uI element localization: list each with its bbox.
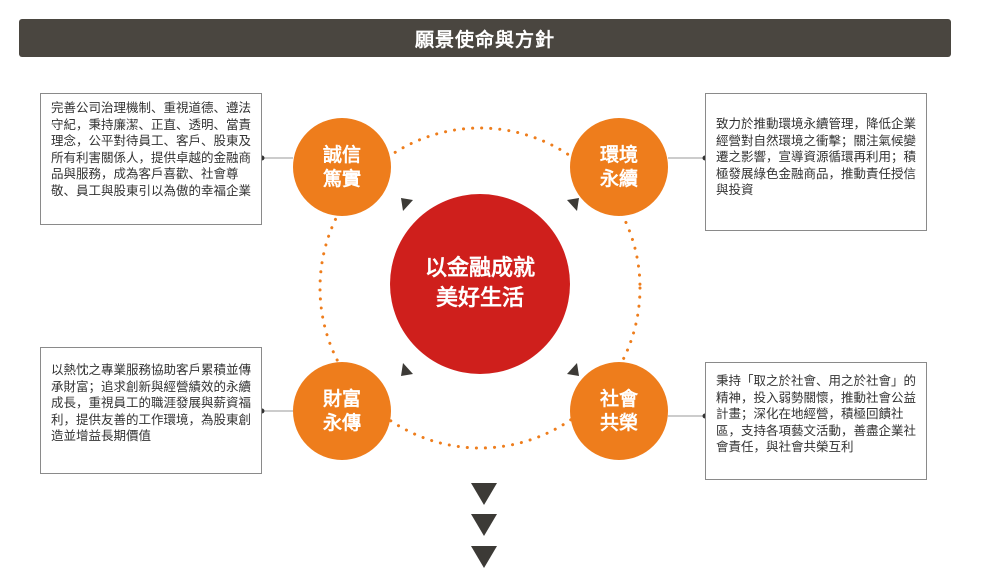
- circle-environment: 環境 永續: [570, 118, 668, 216]
- arrow-top-left-icon: [401, 198, 413, 211]
- circle-label-line1: 財富: [322, 388, 361, 410]
- center-circle: 以金融成就 美好生活: [390, 194, 570, 374]
- description-top-left: 完善公司治理機制、重視道德、遵法守紀，秉持廉潔、正直、透明、當責理念，公平對待員…: [40, 93, 262, 225]
- title-bar: 願景使命與方針: [19, 19, 951, 57]
- dotted-ring: [318, 126, 642, 450]
- center-label-line2: 美好生活: [435, 286, 524, 311]
- circle-label-line1: 環境: [599, 144, 638, 166]
- down-arrow-2-icon: [471, 514, 497, 536]
- circle-label-line2: 永續: [599, 168, 638, 190]
- page-title: 願景使命與方針: [414, 28, 555, 51]
- down-arrow-1-icon: [471, 483, 497, 505]
- description-bottom-right: 秉持「取之於社會、用之於社會」的精神，投入弱勢關懷，推動社會公益計畫；深化在地經…: [705, 362, 927, 480]
- circle-label-line2: 永傳: [322, 412, 361, 434]
- circle-wealth: 財富 永傳: [293, 362, 391, 460]
- arrow-top-right-icon: [567, 198, 579, 211]
- arrow-bottom-left-icon: [401, 363, 413, 376]
- description-bottom-left: 以熱忱之專業服務協助客戶累積並傳承財富；追求創新與經營績效的永續成長，重視員工的…: [40, 347, 262, 474]
- arrow-bottom-right-icon: [567, 363, 579, 376]
- description-top-right: 致力於推動環境永續管理，降低企業經營對自然環境之衝擊；關注氣候變遷之影響，宣導資…: [705, 93, 927, 231]
- circle-label-line2: 共榮: [599, 412, 638, 434]
- circle-integrity: 誠信 篤實: [293, 118, 391, 216]
- circle-society: 社會 共榮: [570, 362, 668, 460]
- down-arrow-3-icon: [471, 546, 497, 568]
- circle-label-line2: 篤實: [322, 168, 361, 190]
- circle-label-line1: 社會: [599, 388, 638, 410]
- center-label-line1: 以金融成就: [424, 256, 535, 281]
- circle-label-line1: 誠信: [322, 144, 361, 166]
